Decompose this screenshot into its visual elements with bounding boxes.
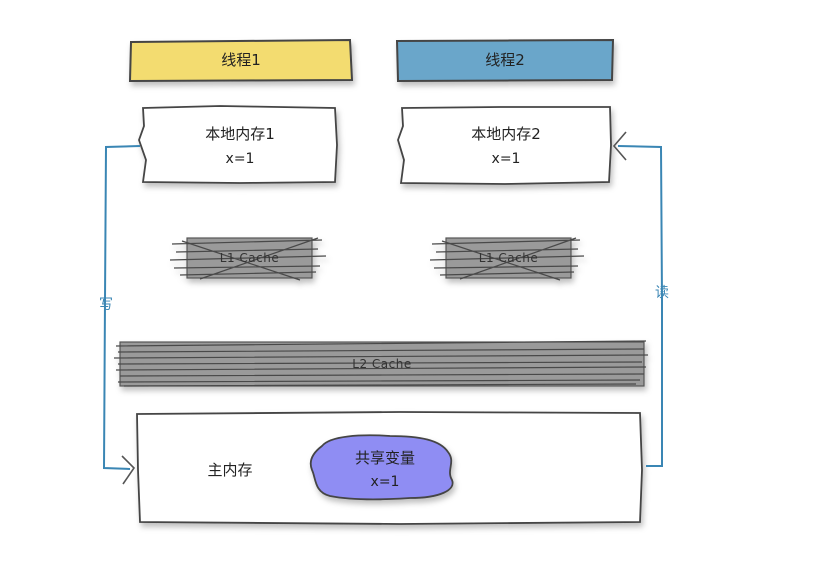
thread-2-label: 线程2 xyxy=(485,51,525,69)
local-memory-2-box xyxy=(397,106,612,185)
local-memory-2-title: 本地内存2 xyxy=(471,125,541,143)
read-arrowhead-icon xyxy=(612,131,627,161)
l2-cache-label: L2 Cache xyxy=(352,357,412,371)
l1-cache-2-block xyxy=(429,237,585,281)
thread-1-box xyxy=(128,38,354,83)
write-line xyxy=(102,145,141,470)
shared-variable-title: 共享变量 xyxy=(354,449,415,467)
local-memory-2-value: x=1 xyxy=(491,151,521,167)
thread-2-box xyxy=(395,38,615,83)
l1-cache-1-label: L1 Cache xyxy=(219,251,280,265)
l1-cache-2-label: L1 Cache xyxy=(478,251,539,265)
local-memory-1-box xyxy=(138,105,338,184)
local-memory-1-title: 本地内存1 xyxy=(205,125,275,143)
shared-variable-value: x=1 xyxy=(370,474,400,490)
l1-cache-1-block xyxy=(169,237,327,281)
l2-cache-block xyxy=(113,340,649,387)
write-label: 写 xyxy=(99,297,113,313)
read-line xyxy=(617,145,663,467)
thread-1-label: 线程1 xyxy=(221,51,261,69)
read-label: 读 xyxy=(655,285,669,301)
main-memory-title: 主内存 xyxy=(207,461,253,479)
write-arrowhead-icon xyxy=(121,455,136,485)
local-memory-1-value: x=1 xyxy=(225,151,255,167)
shared-variable-blob xyxy=(309,434,454,501)
